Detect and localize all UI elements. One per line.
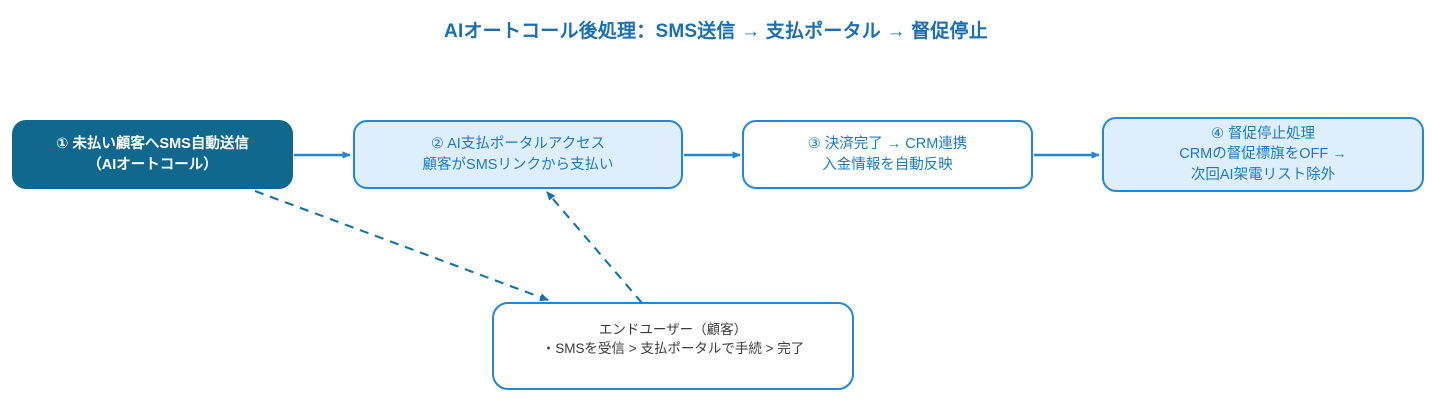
process-node-step3[interactable]: ③ 決済完了 → CRM連携 入金情報を自動反映 bbox=[742, 120, 1033, 189]
process-node-step1[interactable]: ① 未払い顧客へSMS自動送信 （AIオートコール） bbox=[12, 120, 293, 189]
process-node-step4[interactable]: ④ 督促停止処理 CRMの督促標旗をOFF → 次回AI架電リスト除外 bbox=[1102, 117, 1424, 192]
note-node-enduser[interactable]: エンドユーザー（顧客） ・SMSを受信 > 支払ポータルで手続 > 完了 bbox=[492, 302, 854, 390]
process-node-step2[interactable]: ② AI支払ポータルアクセス 顧客がSMSリンクから支払い bbox=[353, 120, 683, 189]
note-node-enduser-label: エンドユーザー（顧客） ・SMSを受信 > 支払ポータルで手続 > 完了 bbox=[541, 322, 805, 357]
connector-step1-enduser bbox=[254, 190, 549, 301]
process-node-step1-label: ① 未払い顧客へSMS自動送信 （AIオートコール） bbox=[56, 135, 249, 173]
process-node-step4-label: ④ 督促停止処理 CRMの督促標旗をOFF → 次回AI架電リスト除外 bbox=[1179, 125, 1347, 183]
connector-enduser-step2 bbox=[546, 191, 643, 304]
process-node-step3-label: ③ 決済完了 → CRM連携 入金情報を自動反映 bbox=[807, 135, 968, 173]
diagram-title: AIオートコール後処理：SMS送信 → 支払ポータル → 督促停止 bbox=[444, 21, 988, 42]
process-node-step2-label: ② AI支払ポータルアクセス 顧客がSMSリンクから支払い bbox=[422, 135, 614, 173]
